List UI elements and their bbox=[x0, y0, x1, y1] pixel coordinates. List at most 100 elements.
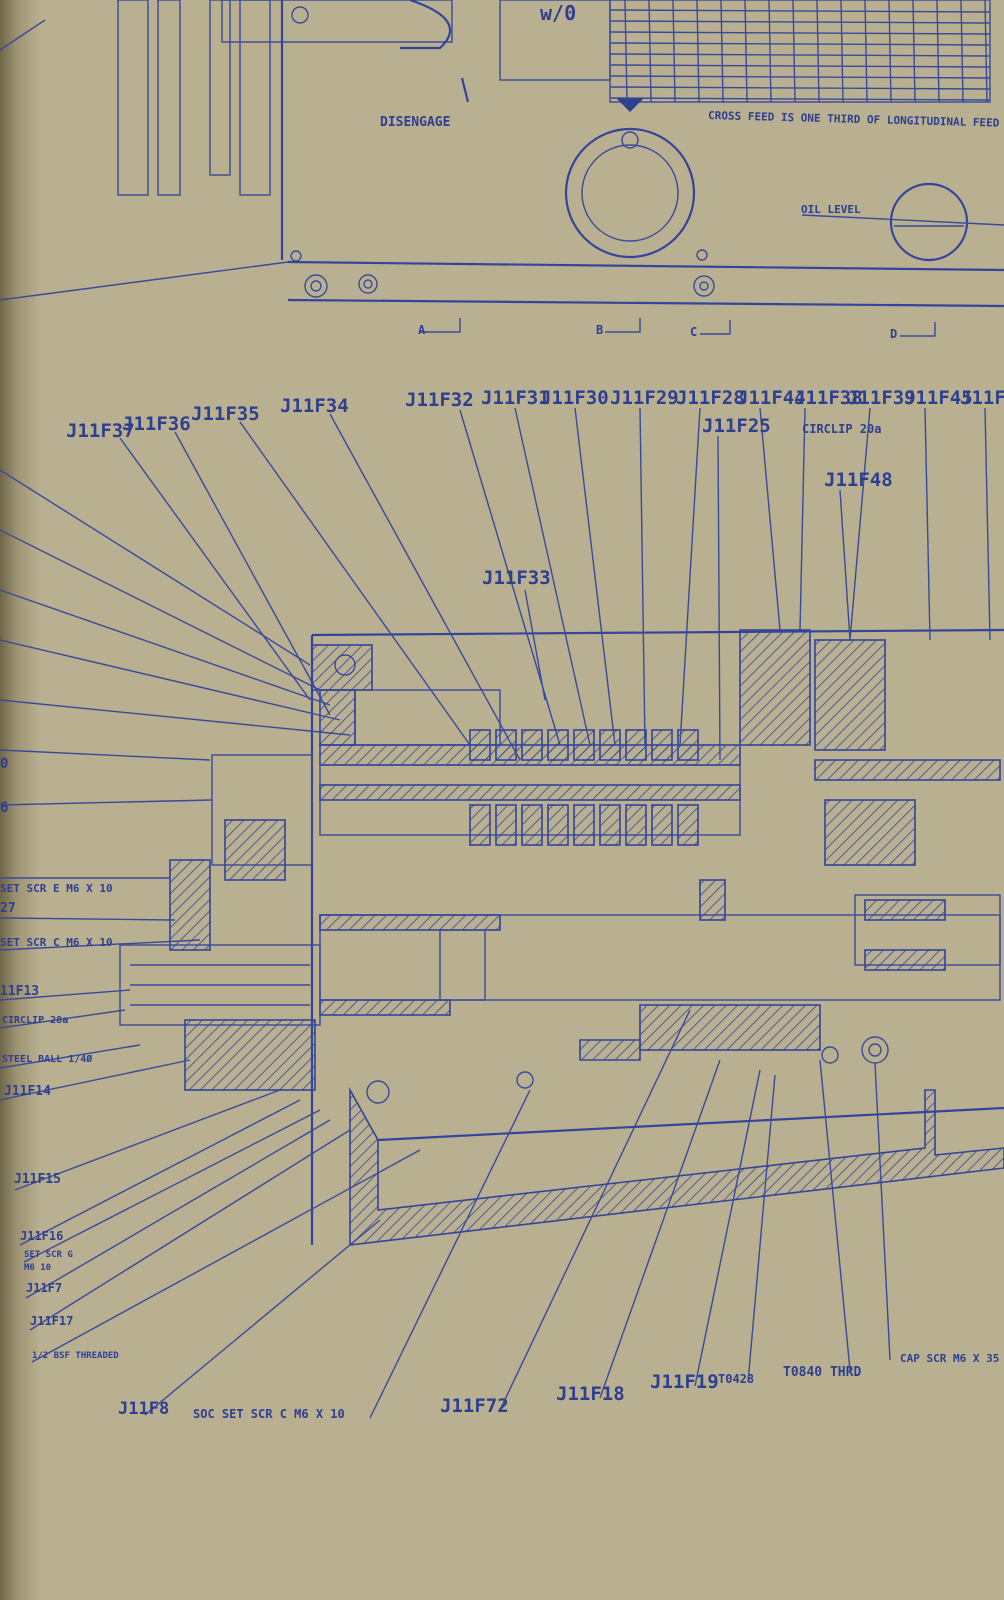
gear-tooth bbox=[521, 729, 543, 761]
part-label: J11F18 bbox=[556, 1383, 625, 1405]
gear-tooth bbox=[677, 804, 699, 846]
part-label: J11F38 bbox=[794, 387, 863, 409]
oil-sight-glass bbox=[801, 182, 1004, 262]
marker-b: B bbox=[596, 323, 603, 337]
part-label: J11F37 bbox=[66, 420, 135, 442]
top-part-labels: J11F37 J11F36 J11F35 J11F34 J11F32 J11F3… bbox=[66, 387, 1004, 442]
part-label: SET SCR C M6 X 10 bbox=[0, 936, 113, 949]
part-label: J11F7 bbox=[26, 1281, 62, 1295]
part-label: J11F44 bbox=[737, 387, 806, 409]
line bbox=[0, 1009, 126, 1029]
gear-tooth bbox=[625, 804, 647, 846]
line bbox=[329, 413, 521, 761]
gear-tooth bbox=[573, 729, 595, 761]
gear-tooth bbox=[469, 729, 491, 761]
line bbox=[499, 1009, 691, 1411]
line bbox=[984, 0, 988, 103]
part-label: 27 bbox=[0, 901, 16, 916]
line bbox=[849, 407, 871, 641]
part-label: J11F72 bbox=[440, 1395, 509, 1417]
gear-tooth bbox=[651, 804, 673, 846]
part-label: J11F30 bbox=[540, 387, 609, 409]
gear-tooth bbox=[625, 729, 647, 761]
gear-tooth bbox=[599, 804, 621, 846]
line bbox=[672, 0, 676, 103]
line bbox=[840, 0, 844, 103]
line bbox=[609, 64, 991, 68]
gear-tooth bbox=[547, 729, 569, 761]
line bbox=[720, 0, 724, 103]
part-label: 11F13 bbox=[0, 984, 39, 999]
part-label: SET SCR E M6 X 10 bbox=[0, 882, 113, 895]
part-label: J11F31 bbox=[481, 387, 550, 409]
part-label: J11F16 bbox=[20, 1229, 63, 1243]
part-label: J11F19 bbox=[650, 1371, 719, 1393]
part-label: J11F14 bbox=[4, 1084, 51, 1099]
line bbox=[0, 799, 213, 806]
part-label-j33: J11F33 bbox=[482, 567, 551, 589]
line bbox=[29, 1129, 351, 1331]
part-label: J11F17 bbox=[30, 1314, 73, 1328]
part-label: T0840 THRD bbox=[783, 1365, 861, 1380]
part-label: 0 bbox=[0, 756, 8, 772]
line bbox=[514, 407, 591, 746]
line bbox=[144, 1219, 381, 1416]
gear-tooth bbox=[677, 729, 699, 761]
feed-table-rows bbox=[609, 0, 991, 103]
line bbox=[599, 1059, 721, 1399]
line bbox=[799, 407, 806, 631]
part-label: 6 bbox=[0, 800, 8, 816]
line bbox=[936, 0, 940, 103]
page-binding-edge bbox=[0, 0, 40, 1600]
gear-tooth bbox=[521, 804, 543, 846]
disengage-label: DISENGAGE bbox=[380, 115, 450, 130]
part-label: J11F28 bbox=[676, 387, 745, 409]
line bbox=[31, 1149, 421, 1363]
part-label: J11F32 bbox=[405, 389, 474, 411]
gear-tooth bbox=[651, 729, 673, 761]
leader-lines bbox=[0, 407, 991, 1419]
part-label: J11F35 bbox=[191, 403, 260, 425]
line bbox=[25, 1119, 331, 1299]
line bbox=[369, 1089, 531, 1419]
line bbox=[14, 1089, 281, 1191]
part-label: 1/2 BSF THREADED bbox=[32, 1351, 119, 1361]
bottom-part-labels: J11F8 SOC SET SCR C M6 X 10 J11F72 J11F1… bbox=[118, 1352, 999, 1421]
gear-tooth bbox=[495, 804, 517, 846]
line bbox=[924, 407, 931, 641]
mid-part-labels: J11F25 CIRCLIP 20a J11F48 J11F33 bbox=[482, 415, 893, 589]
part-label: CIRCLIP 28a bbox=[2, 1015, 68, 1026]
part-label: J11F15 bbox=[14, 1172, 61, 1187]
line bbox=[624, 0, 628, 103]
line bbox=[648, 0, 652, 103]
line bbox=[768, 0, 772, 103]
left-part-labels: 0 6 SET SCR E M6 X 10 27 SET SCR C M6 X … bbox=[0, 756, 119, 1361]
line bbox=[609, 86, 991, 90]
part-label: J11F29 bbox=[610, 387, 679, 409]
line bbox=[23, 1109, 321, 1263]
line bbox=[819, 1059, 851, 1371]
line bbox=[744, 0, 748, 103]
line bbox=[679, 407, 701, 746]
line bbox=[0, 749, 211, 761]
part-label-j25: J11F25 bbox=[702, 415, 771, 437]
line bbox=[984, 407, 991, 641]
line bbox=[888, 0, 892, 103]
cross-feed-note: CROSS FEED IS ONE THIRD OF LONGITUDINAL … bbox=[708, 109, 1000, 130]
gear-tooth bbox=[573, 804, 595, 846]
line bbox=[0, 917, 176, 921]
gear-tooth bbox=[469, 804, 491, 846]
part-label: J11F8 bbox=[118, 1399, 169, 1419]
circlip-label: CIRCLIP 20a bbox=[802, 422, 881, 436]
line bbox=[864, 0, 868, 103]
line bbox=[0, 469, 311, 666]
gear-tooth bbox=[547, 804, 569, 846]
line bbox=[874, 1062, 891, 1361]
line bbox=[960, 0, 964, 103]
part-label: SET SCR G bbox=[24, 1250, 73, 1260]
line bbox=[609, 31, 991, 35]
line bbox=[759, 407, 781, 631]
line bbox=[0, 529, 321, 691]
line bbox=[119, 437, 311, 701]
